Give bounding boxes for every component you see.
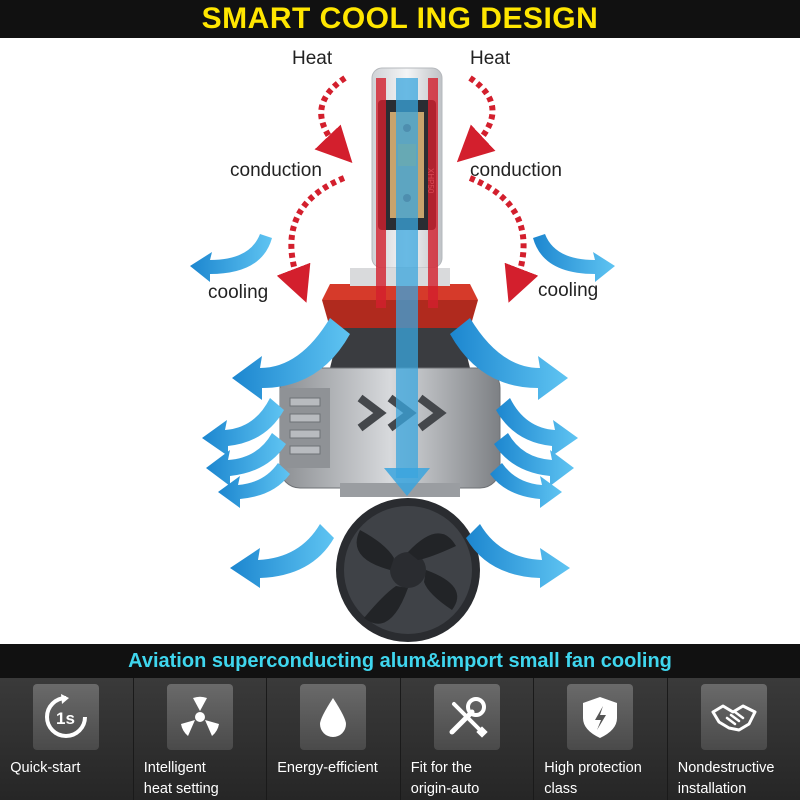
- airflow-down-arrow: [396, 78, 418, 478]
- heat-label-left: Heat: [292, 48, 333, 69]
- led-bulb: XHP50: [279, 67, 501, 497]
- feature-label-line2: origin-auto: [410, 781, 480, 797]
- cooling-fan: [336, 498, 480, 642]
- cooling-label-right: cooling: [538, 280, 598, 301]
- feature-quick-start: 1s Quick-start: [0, 678, 134, 800]
- banner-bar: Aviation superconducting alum&import sma…: [0, 644, 800, 678]
- water-drop-icon: [300, 684, 367, 750]
- feature-fit-origin-auto: Fit for the origin-auto: [401, 678, 534, 800]
- conduction-label-left: conduction: [230, 160, 322, 181]
- feature-label-line1: Nondestructive: [677, 760, 775, 776]
- svg-text:1s: 1s: [56, 709, 75, 728]
- cooling-label-left: cooling: [208, 282, 268, 303]
- feature-label-line2: installation: [677, 781, 747, 797]
- quick-start-1s-icon: 1s: [33, 684, 100, 750]
- feature-label-line2: class: [544, 781, 578, 797]
- cooling-arrows: [190, 234, 615, 588]
- banner-text: Aviation superconducting alum&import sma…: [128, 649, 672, 672]
- feature-label-line1: Fit for the: [410, 760, 472, 776]
- feature-label-line1: Quick-start: [10, 760, 81, 776]
- fan-heat-icon: [166, 684, 233, 750]
- shield-lightning-icon: [567, 684, 634, 750]
- feature-intelligent-heat: Intelligent heat setting: [134, 678, 267, 800]
- feature-label-line2: heat setting: [143, 781, 219, 797]
- cooling-diagram: XHP50: [0, 38, 800, 644]
- feature-label-line1: Intelligent: [143, 760, 206, 776]
- feature-high-protection: High protection class: [534, 678, 668, 800]
- feature-energy-efficient: Energy-efficient: [267, 678, 401, 800]
- heat-arrows: [276, 75, 539, 303]
- wrench-screwdriver-icon: [433, 684, 500, 750]
- feature-label-line1: Energy-efficient: [277, 760, 378, 776]
- feature-nondestructive: Nondestructive installation: [668, 678, 800, 800]
- page-title: SMART COOL ING DESIGN: [201, 2, 599, 35]
- conduction-label-right: conduction: [470, 160, 562, 181]
- feature-strip: 1s Quick-start Intelligent heat setting: [0, 678, 800, 800]
- heat-label-right: Heat: [470, 48, 511, 69]
- header-bar: SMART COOL ING DESIGN: [0, 0, 800, 38]
- handshake-icon: [700, 684, 767, 750]
- feature-label-line1: High protection: [544, 760, 642, 776]
